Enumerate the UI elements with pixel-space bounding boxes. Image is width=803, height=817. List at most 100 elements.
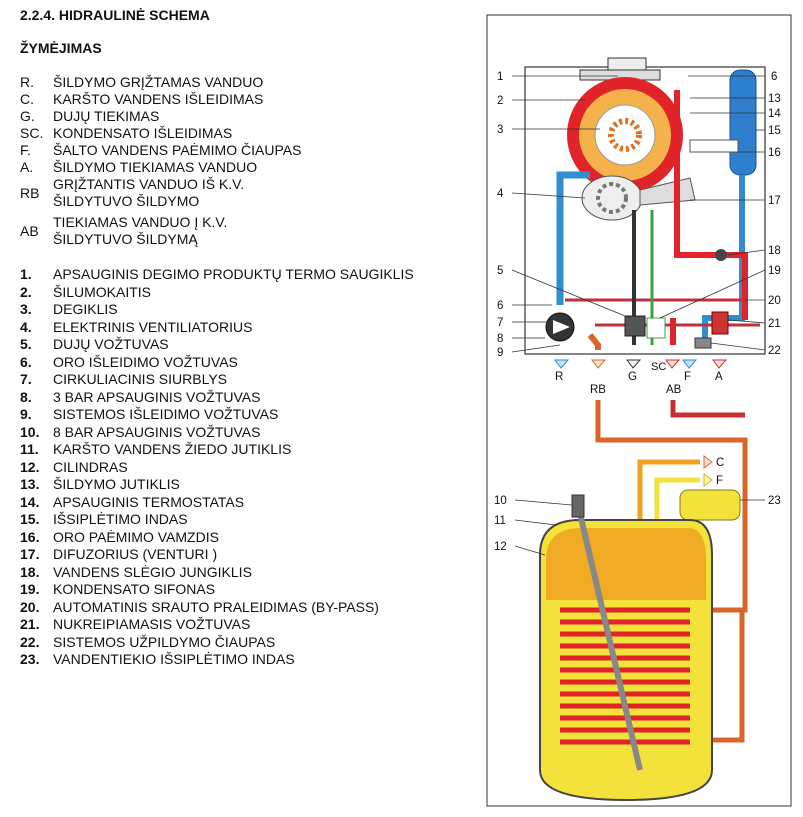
parts-list-item: 21. NUKREIPIAMASIS VOŽTUVAS bbox=[20, 616, 250, 634]
legend-text: TIEKIAMAS VANDUO Į K.V. bbox=[53, 214, 228, 230]
part-number: 3. bbox=[20, 301, 32, 317]
parts-list-item: 18. VANDENS SLĖGIO JUNGIKLIS bbox=[20, 564, 252, 582]
hot-out-pipe bbox=[637, 459, 700, 535]
legend-code: G. bbox=[20, 108, 35, 124]
gas-valve bbox=[624, 315, 646, 337]
condensate-siphon bbox=[646, 317, 666, 339]
diverter-valve bbox=[711, 311, 729, 335]
callout-label: 6 bbox=[497, 300, 503, 312]
tank-conn-label: C bbox=[716, 457, 724, 469]
parts-list-item: 16.ORO PAĖMIMO VAMZDIS bbox=[20, 529, 219, 547]
parts-list-item: 17.DIFUZORIUS (VENTURI ) bbox=[20, 546, 217, 564]
conn-label: G bbox=[628, 371, 637, 383]
part-name: VANDENS SLĖGIO JUNGIKLIS bbox=[53, 563, 252, 580]
legend-code: SC. bbox=[20, 125, 44, 141]
legend-text: ŠILDYTUVO ŠILDYMO bbox=[53, 193, 200, 209]
parts-list-item: 7.CIRKULIACINIS SIURBLYS bbox=[20, 371, 227, 389]
callout-label: 16 bbox=[768, 147, 781, 159]
parts-list-item: 9. SISTEMOS IŠLEIDIMO VOŽTUVAS bbox=[20, 406, 278, 424]
part-name: DEGIKLIS bbox=[53, 301, 118, 317]
part-number: 23. bbox=[20, 651, 40, 667]
supply-pipe bbox=[674, 90, 748, 320]
connection-arrows bbox=[554, 359, 728, 369]
legend-item: F. ŠALTO VANDENS PAĖMIMO ČIAUPAS bbox=[20, 142, 301, 159]
legend-text: GRĮŽTANTIS VANDUO IŠ K.V. bbox=[53, 176, 245, 192]
callout-label: 15 bbox=[768, 125, 781, 137]
part-number: 12. bbox=[20, 458, 40, 475]
part-name: CIRKULIACINIS SIURBLYS bbox=[53, 371, 228, 387]
callout-label: 1 bbox=[497, 71, 503, 83]
part-number: 21. bbox=[20, 616, 40, 632]
parts-list-item: 14.APSAUGINIS TERMOSTATAS bbox=[20, 494, 244, 512]
legend-text: ŠALTO VANDENS PAĖMIMO ČIAUPAS bbox=[53, 142, 302, 158]
cylinder-hot-zone bbox=[546, 528, 706, 600]
arrow-icon bbox=[703, 455, 713, 469]
callout-label: 6 bbox=[771, 71, 777, 83]
part-name: AUTOMATINIS SRAUTO PRALEIDIMAS (BY-PASS) bbox=[53, 598, 379, 615]
arrow-icon bbox=[591, 359, 607, 369]
conn-label: AB bbox=[666, 384, 682, 396]
air-intake-pipe bbox=[689, 139, 739, 153]
part-name: SISTEMOS IŠLEIDIMO VOŽTUVAS bbox=[53, 406, 279, 422]
part-number: 10. bbox=[20, 423, 40, 440]
parts-list-item: 15.IŠSIPLĖTIMO INDAS bbox=[20, 511, 188, 529]
legend-title: ŽYMĖJIMAS bbox=[20, 40, 102, 56]
rb-pipe bbox=[595, 400, 748, 613]
part-name: APSAUGINIS TERMOSTATAS bbox=[53, 493, 245, 510]
page-title: 2.2.4. HIDRAULINĖ SCHEMA bbox=[20, 7, 210, 23]
part-number: 22. bbox=[20, 633, 40, 650]
legend-text: KONDENSATO IŠLEIDIMAS bbox=[53, 125, 233, 141]
part-number: 9. bbox=[20, 406, 32, 422]
burner bbox=[594, 104, 656, 166]
callout-label: 2 bbox=[497, 95, 503, 107]
part-name: 8 BAR APSAUGINIS VOŽTUVAS bbox=[53, 423, 261, 440]
part-number: 18. bbox=[20, 563, 40, 580]
filling-tap bbox=[694, 337, 712, 349]
sensor-rod bbox=[575, 504, 643, 771]
parts-list-item: 5.DUJŲ VOŽTUVAS bbox=[20, 336, 169, 354]
arrow-icon bbox=[665, 359, 681, 369]
callout-label: 8 bbox=[497, 333, 503, 345]
legend-text: KARŠTO VANDENS IŠLEIDIMAS bbox=[53, 91, 264, 107]
part-name: ŠILDYMO JUTIKLIS bbox=[53, 476, 180, 492]
callout-label: 14 bbox=[768, 108, 781, 120]
parts-list-item: 12. CILINDRAS bbox=[20, 459, 128, 477]
conn-label: SC bbox=[651, 361, 666, 373]
parts-list-item: 10. 8 BAR APSAUGINIS VOŽTUVAS bbox=[20, 424, 260, 442]
fan-impeller-icon bbox=[596, 182, 628, 214]
part-name: KARŠTO VANDENS ŽIEDO JUTIKLIS bbox=[53, 441, 292, 457]
burner-flame-icon bbox=[608, 118, 642, 152]
callout-label: 19 bbox=[768, 265, 781, 277]
ab-return-pipe bbox=[712, 610, 745, 743]
rb-stub bbox=[587, 333, 601, 350]
parts-list-item: 6.ORO IŠLEIDIMO VOŽTUVAS bbox=[20, 354, 238, 372]
part-number: 20. bbox=[20, 598, 40, 615]
parts-list-item: 2.ŠILUMOKAITIS bbox=[20, 284, 151, 302]
callout-label: 20 bbox=[768, 295, 781, 307]
legend-code: A. bbox=[20, 159, 34, 175]
part-name: 3 BAR APSAUGINIS VOŽTUVAS bbox=[53, 388, 261, 405]
callout-label: 22 bbox=[768, 345, 781, 357]
legend-item: A. ŠILDYMO TIEKIAMAS VANDUO bbox=[20, 159, 257, 176]
part-number: 4. bbox=[20, 318, 32, 335]
legend-code: F. bbox=[20, 142, 31, 158]
part-name: CILINDRAS bbox=[53, 458, 128, 475]
legend-text: ŠILDYMO TIEKIAMAS VANDUO bbox=[53, 159, 258, 175]
part-number: 5. bbox=[20, 336, 32, 352]
part-name: NUKREIPIAMASIS VOŽTUVAS bbox=[53, 616, 251, 632]
part-name: DIFUZORIUS (VENTURI ) bbox=[53, 546, 218, 562]
part-name: KONDENSATO SIFONAS bbox=[53, 581, 216, 597]
legend-text: ŠILDYMO GRĮŽTAMAS VANDUO bbox=[53, 74, 264, 90]
pressure-switch bbox=[715, 249, 727, 261]
arrow-icon bbox=[554, 359, 570, 369]
part-name: VANDENTIEKIO IŠSIPLĖTIMO INDAS bbox=[53, 651, 295, 667]
legend-item: G.DUJŲ TIEKIMAS bbox=[20, 108, 159, 125]
legend-item: SC. KONDENSATO IŠLEIDIMAS bbox=[20, 125, 232, 142]
legend-code: AB bbox=[20, 223, 39, 239]
part-number: 1. bbox=[20, 266, 32, 282]
tank-callout-lines bbox=[514, 499, 573, 556]
ab-pipe bbox=[670, 400, 745, 418]
